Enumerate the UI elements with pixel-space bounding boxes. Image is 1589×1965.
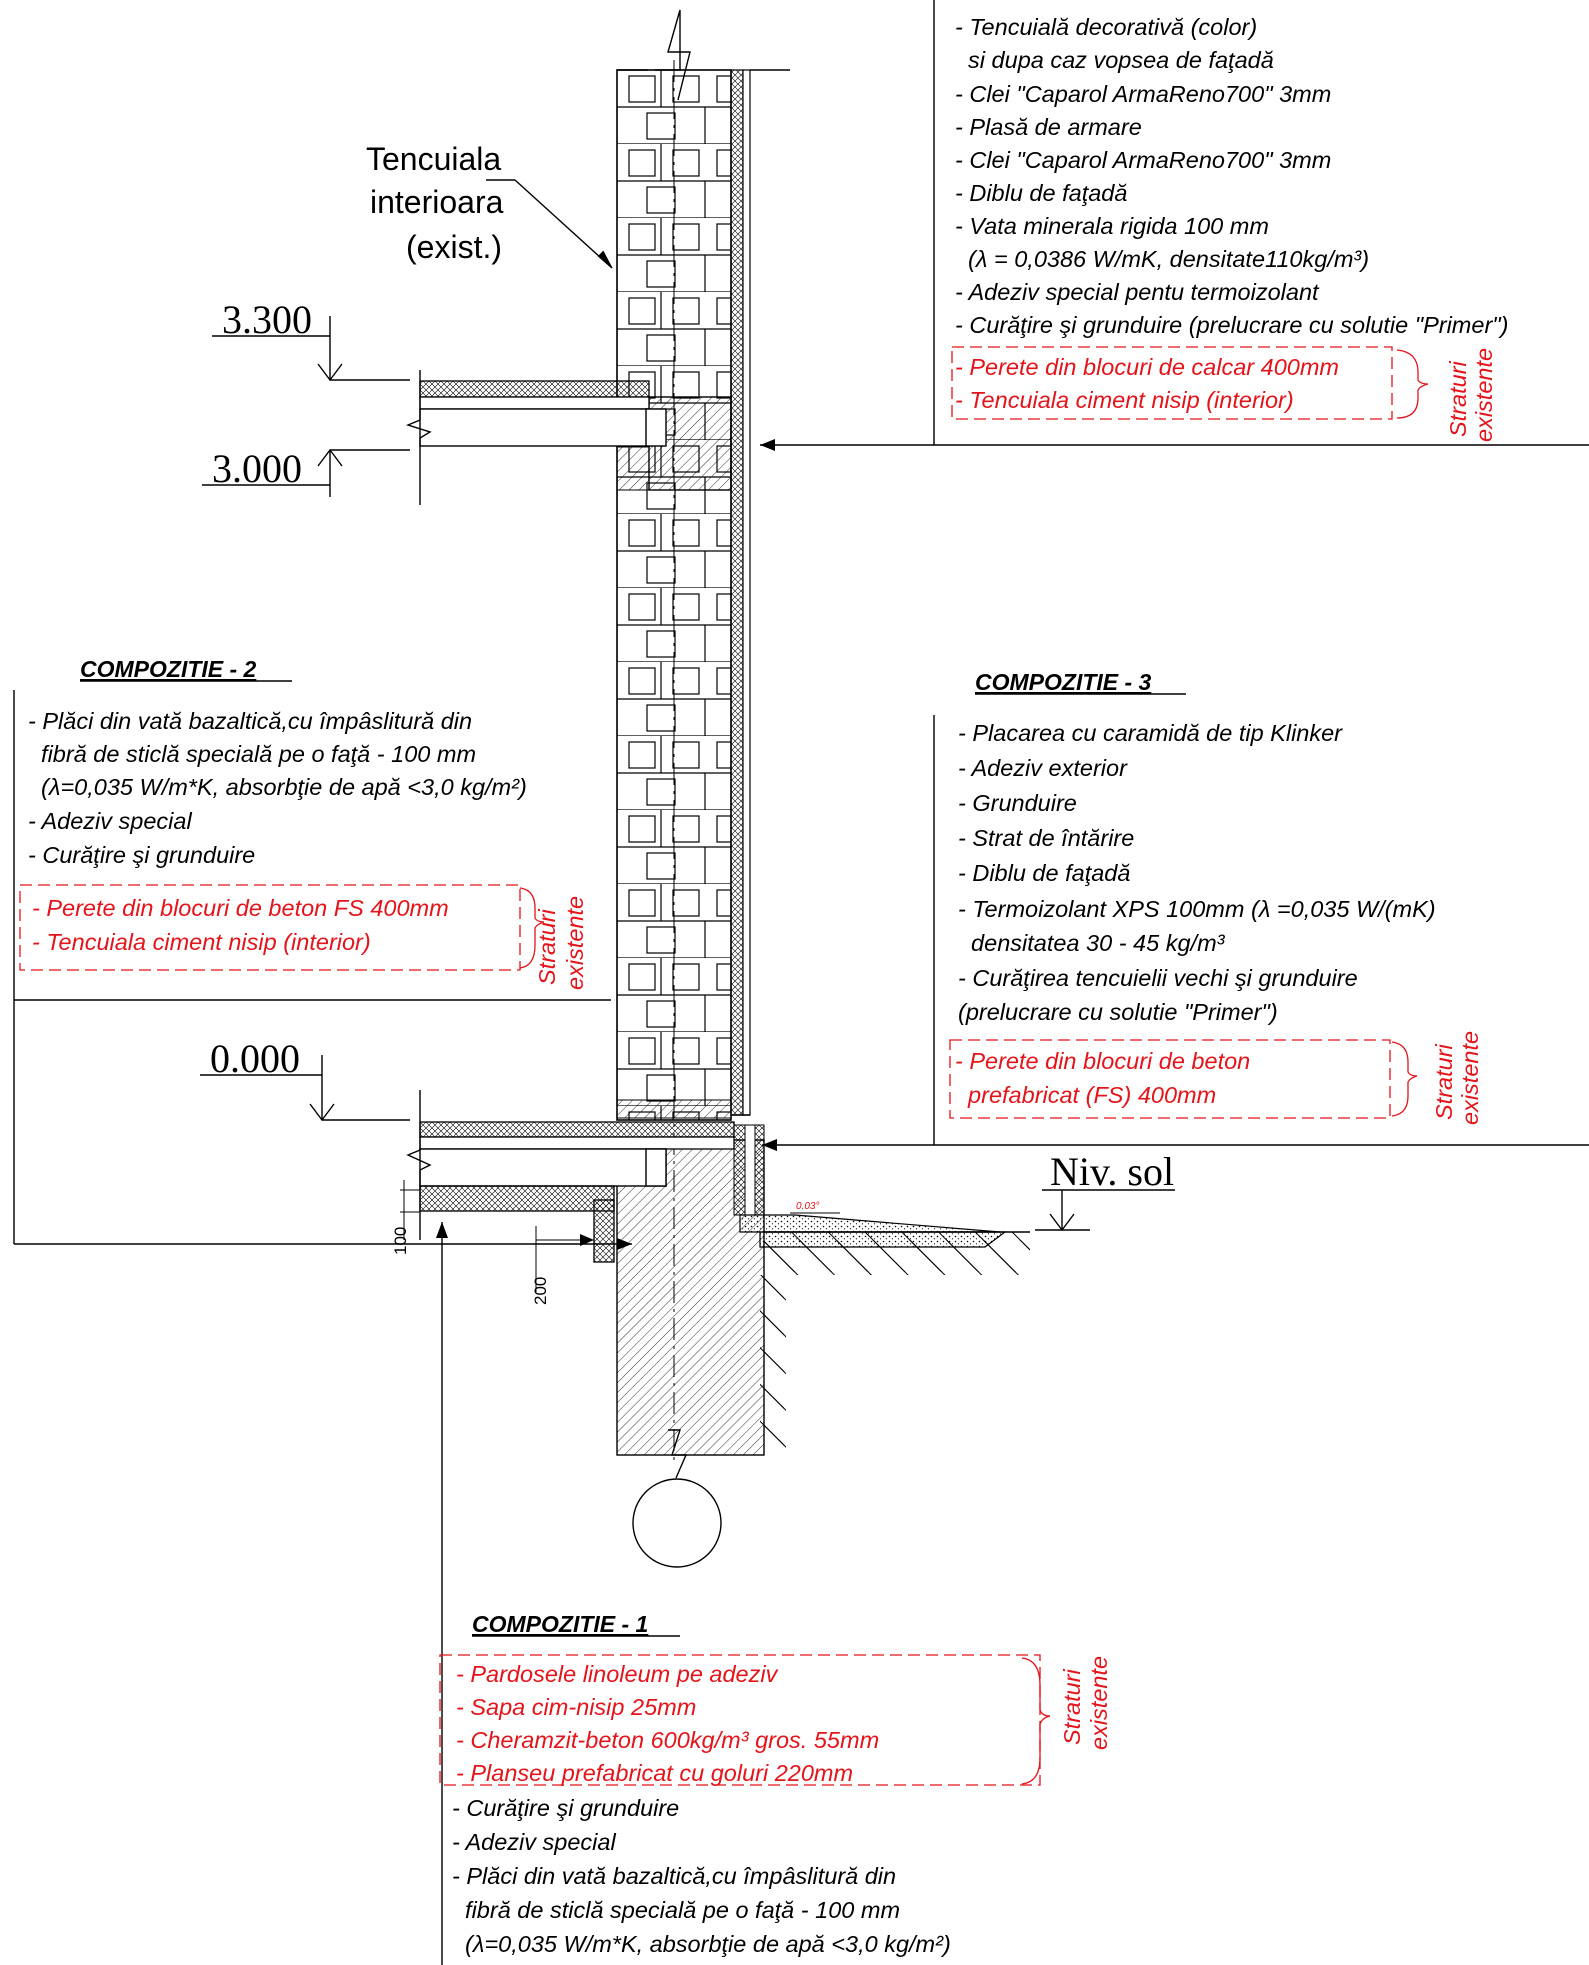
svg-text:- Adeziv special: - Adeziv special xyxy=(28,808,192,834)
top-note-line: - Tencuială decorativă (color) xyxy=(955,14,1257,40)
svg-text:- Cheramzit-beton 600kg/m³ gr: - Cheramzit-beton 600kg/m³ gros. 55mm xyxy=(456,1727,879,1753)
svg-text:- Perete din blocuri de beton: - Perete din blocuri de beton xyxy=(955,1048,1250,1074)
top-note-line: - Vata minerala rigida 100 mm xyxy=(955,213,1269,239)
svg-text:- Plăci din vată bazaltică,cu: - Plăci din vată bazaltică,cu împâslitur… xyxy=(452,1863,896,1889)
comp3-title: COMPOZITIE - 3 xyxy=(975,669,1152,695)
existing-box-comp3 xyxy=(949,1039,1391,1119)
top-notes: - Tencuială decorativă (color) si dupa c… xyxy=(951,14,1508,442)
svg-text:- Strat de întărire: - Strat de întărire xyxy=(958,825,1134,851)
svg-text:(prelucrare cu solutie "Primer: (prelucrare cu solutie "Primer") xyxy=(958,999,1278,1025)
existing-box-comp2 xyxy=(19,884,521,971)
svg-text:fibră de sticlă specială pe o: fibră de sticlă specială pe o faţă - 100… xyxy=(28,741,476,767)
level-3300-label: 3.300 xyxy=(222,297,312,342)
svg-text:- Pardosele linoleum pe adeziv: - Pardosele linoleum pe adeziv xyxy=(456,1661,779,1687)
dim-100: 100 xyxy=(391,1227,410,1255)
svg-text:- Curăţirea tencuielii vechi ş: - Curăţirea tencuielii vechi şi grunduir… xyxy=(958,965,1358,991)
top-note-line: - Clei "Caparol ArmaReno700" 3mm xyxy=(955,81,1331,107)
svg-text:- Curăţire şi grunduire: - Curăţire şi grunduire xyxy=(452,1795,679,1821)
svg-text:- Adeziv special: - Adeziv special xyxy=(452,1829,616,1855)
composition-3: COMPOZITIE - 3 - Placarea cu caramidă de… xyxy=(949,669,1483,1125)
svg-text:Straturi: Straturi xyxy=(1445,360,1471,437)
svg-text:- Perete din blocuri de beton: - Perete din blocuri de beton FS 400mm xyxy=(32,895,449,921)
leader-lines xyxy=(13,0,1589,1965)
svg-text:Tencuiala: Tencuiala xyxy=(366,141,501,177)
svg-text:existente: existente xyxy=(1086,1656,1112,1750)
svg-text:existente: existente xyxy=(1457,1031,1483,1125)
interior-plaster-callout: Tencuiala interioara (exist.) xyxy=(366,141,613,269)
top-note-line: - Plasă de armare xyxy=(955,114,1142,140)
svg-text:fibră de sticlă specială pe o: fibră de sticlă specială pe o faţă - 100… xyxy=(452,1897,900,1923)
top-note-line: si dupa caz vopsea de faţadă xyxy=(955,47,1274,73)
svg-text:prefabricat (FS) 400mm: prefabricat (FS) 400mm xyxy=(955,1082,1216,1108)
dim-200: 200 xyxy=(531,1277,550,1305)
svg-text:- Tencuiala ciment nisip (inte: - Tencuiala ciment nisip (interior) xyxy=(32,929,371,955)
svg-text:- Placarea cu caramidă de tip: - Placarea cu caramidă de tip Klinker xyxy=(958,720,1343,746)
svg-text:(exist.): (exist.) xyxy=(406,229,502,265)
svg-text:- Termoizolant XPS 100mm (λ =0: - Termoizolant XPS 100mm (λ =0,035 W/(mK… xyxy=(958,896,1436,922)
level-0000: 0.000 xyxy=(200,1036,410,1122)
slope-label: 0.03° xyxy=(796,1201,819,1212)
level-3000: 3.000 xyxy=(202,446,410,497)
svg-text:- Planseu prefabricat cu golur: - Planseu prefabricat cu goluri 220mm xyxy=(456,1760,853,1786)
existing-box-top xyxy=(951,346,1393,420)
existing-box-comp1 xyxy=(439,1654,1041,1786)
wall-structure xyxy=(616,9,790,1479)
top-note-line: - Curăţire şi grunduire (prelucrare cu s… xyxy=(955,312,1508,338)
svg-text:Straturi: Straturi xyxy=(1059,1668,1085,1745)
comp2-title: COMPOZITIE - 2 xyxy=(80,656,257,682)
svg-text:- Curăţire şi grunduire: - Curăţire şi grunduire xyxy=(28,842,255,868)
svg-text:interioara: interioara xyxy=(370,184,504,220)
ground: 0.03° xyxy=(739,1201,1030,1455)
svg-text:Straturi: Straturi xyxy=(1431,1043,1457,1120)
svg-text:Straturi: Straturi xyxy=(534,908,560,985)
upper-slab xyxy=(405,370,667,505)
svg-text:- Diblu de faţadă: - Diblu de faţadă xyxy=(958,860,1130,886)
level-3000-label: 3.000 xyxy=(212,446,302,491)
ground-level-label: Niv. sol xyxy=(1050,1149,1174,1194)
composition-1: COMPOZITIE - 1 - Pardosele linoleum pe a… xyxy=(439,1611,1112,1957)
svg-text:(λ=0,035 W/m*K, absorbţie de a: (λ=0,035 W/m*K, absorbţie de apă <3,0 kg… xyxy=(28,774,527,800)
svg-text:- Adeziv exterior: - Adeziv exterior xyxy=(958,755,1128,781)
detail-marker xyxy=(632,1478,722,1568)
svg-text:- Sapa cim-nisip 25mm: - Sapa cim-nisip 25mm xyxy=(456,1694,696,1720)
level-ground: Niv. sol xyxy=(1035,1149,1175,1232)
small-dimensions: 100 200 xyxy=(391,1180,594,1305)
svg-text:densitatea 30 - 45 kg/m³: densitatea 30 - 45 kg/m³ xyxy=(958,930,1226,956)
svg-text:existente: existente xyxy=(562,896,588,990)
comp1-title: COMPOZITIE - 1 xyxy=(472,1611,648,1637)
composition-2: COMPOZITIE - 2 - Plăci din vată bazaltic… xyxy=(19,656,588,990)
svg-text:(λ=0,035 W/m*K, absorbţie de a: (λ=0,035 W/m*K, absorbţie de apă <3,0 kg… xyxy=(452,1931,951,1957)
level-3300: 3.300 xyxy=(212,297,410,382)
top-note-line: - Clei "Caparol ArmaReno700" 3mm xyxy=(955,147,1331,173)
top-note-line: (λ = 0,0386 W/mK, densitate110kg/m³) xyxy=(955,246,1369,272)
top-existing-line: - Tencuiala ciment nisip (interior) xyxy=(955,387,1294,413)
level-0000-label: 0.000 xyxy=(210,1036,300,1081)
svg-text:existente: existente xyxy=(1471,348,1497,442)
top-note-line: - Diblu de faţadă xyxy=(955,180,1127,206)
top-existing-line: - Perete din blocuri de calcar 400mm xyxy=(955,354,1339,380)
svg-text:- Plăci din vată bazaltică,cu: - Plăci din vată bazaltică,cu împâslitur… xyxy=(28,708,472,734)
ground-slab xyxy=(406,1090,735,1263)
top-note-line: - Adeziv special pentu termoizolant xyxy=(955,279,1320,305)
svg-text:- Grunduire: - Grunduire xyxy=(958,790,1077,816)
